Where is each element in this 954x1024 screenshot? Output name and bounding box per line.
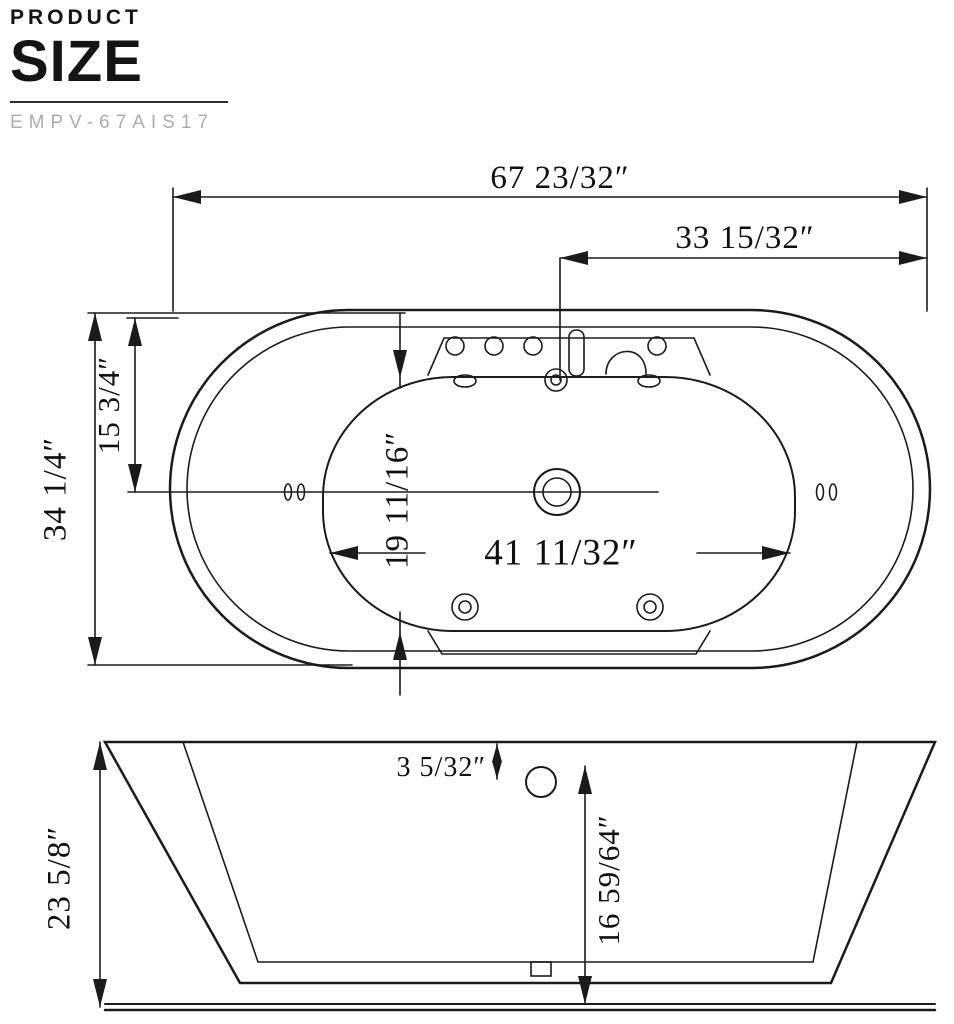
rim-to-center-label: 15 3/4″ [91,356,126,454]
overall-length-label: 67 23/32″ [490,160,629,196]
top-view [127,257,932,670]
drain-to-floor-label: 16 59/64″ [591,814,626,945]
arrow-left-icon [173,190,201,204]
arrow-down-icon [393,350,407,378]
deck-panel-bottom [427,630,711,655]
dim-basin-width: 19 11/16″ [380,312,416,696]
arrow-right-icon [762,546,790,560]
bottom-jet [451,593,479,621]
faucet-spout [605,350,647,375]
dim-rim-to-drain: 3 5/32″ [397,743,502,783]
arrow-up-icon [492,744,502,762]
arrow-right-icon [899,190,927,204]
arrow-up-icon [93,742,107,770]
arrow-up-icon [393,632,407,660]
arrow-down-icon [128,464,142,492]
right-half-length-label: 33 15/32″ [675,220,814,256]
side-jets-right [815,483,838,501]
tub-inner-rim [186,326,914,652]
arrow-down-icon [492,761,502,779]
header-divider [10,101,228,104]
side-jet [815,483,825,501]
arrow-up-icon [128,318,142,346]
bottom-jet-inner [458,600,472,614]
inner-wall-left [182,741,259,963]
dim-rim-to-center: 15 3/4″ [91,317,179,493]
arrow-down-icon [93,979,107,1007]
arrow-up-icon [578,766,592,794]
jet-fitting [637,374,661,388]
arrow-left-icon [560,251,588,265]
arrow-down-icon [88,637,102,665]
deck-fittings [453,368,661,392]
dim-drain-to-floor: 16 59/64″ [578,765,626,1005]
basin-width-label: 19 11/16″ [380,431,416,569]
dim-overall-width: 34 1/4″ [38,312,406,666]
basin-length-label: 41 11/32″ [484,533,638,574]
overall-width-label: 34 1/4″ [38,437,74,541]
arrow-left-icon [330,546,358,560]
side-view [102,740,937,1012]
dim-overall-height: 23 5/8″ [42,741,107,1008]
faucet-hole [523,336,543,356]
rim-to-drain-label: 3 5/32″ [397,752,486,783]
drain-fitting [530,961,552,977]
bottom-jets [451,593,664,621]
model-number: EMPV-67AIS17 [10,112,215,134]
side-jet [828,483,838,501]
inner-wall-right [812,741,858,963]
arrow-down-icon [578,976,592,1004]
faucet-handle [568,329,585,377]
dim-overall-length: 67 23/32″ [172,160,928,312]
size-label: SIZE [10,29,143,94]
faucet-holes [445,336,667,356]
bottom-jet [636,593,664,621]
title-block: PRODUCT SIZE EMPV-67AIS17 [10,6,228,134]
overflow-fitting-inner [550,374,562,386]
arrow-up-icon [88,313,102,341]
bottom-jet-inner [643,600,657,614]
drain-hole [525,766,557,798]
faucet-hole [445,336,465,356]
overflow-fitting [544,368,568,392]
jet-fitting [453,374,477,388]
faucet-fixture [568,329,647,377]
arrow-right-icon [899,251,927,265]
faucet-hole [484,336,504,356]
tub-outer-shell [168,308,932,670]
product-label: PRODUCT [10,6,142,29]
faucet-hole [647,336,667,356]
overall-height-label: 23 5/8″ [42,826,78,930]
dim-basin-length: 41 11/32″ [329,533,791,574]
tub-profile [102,740,937,985]
dim-right-half-length: 33 15/32″ [559,220,928,265]
